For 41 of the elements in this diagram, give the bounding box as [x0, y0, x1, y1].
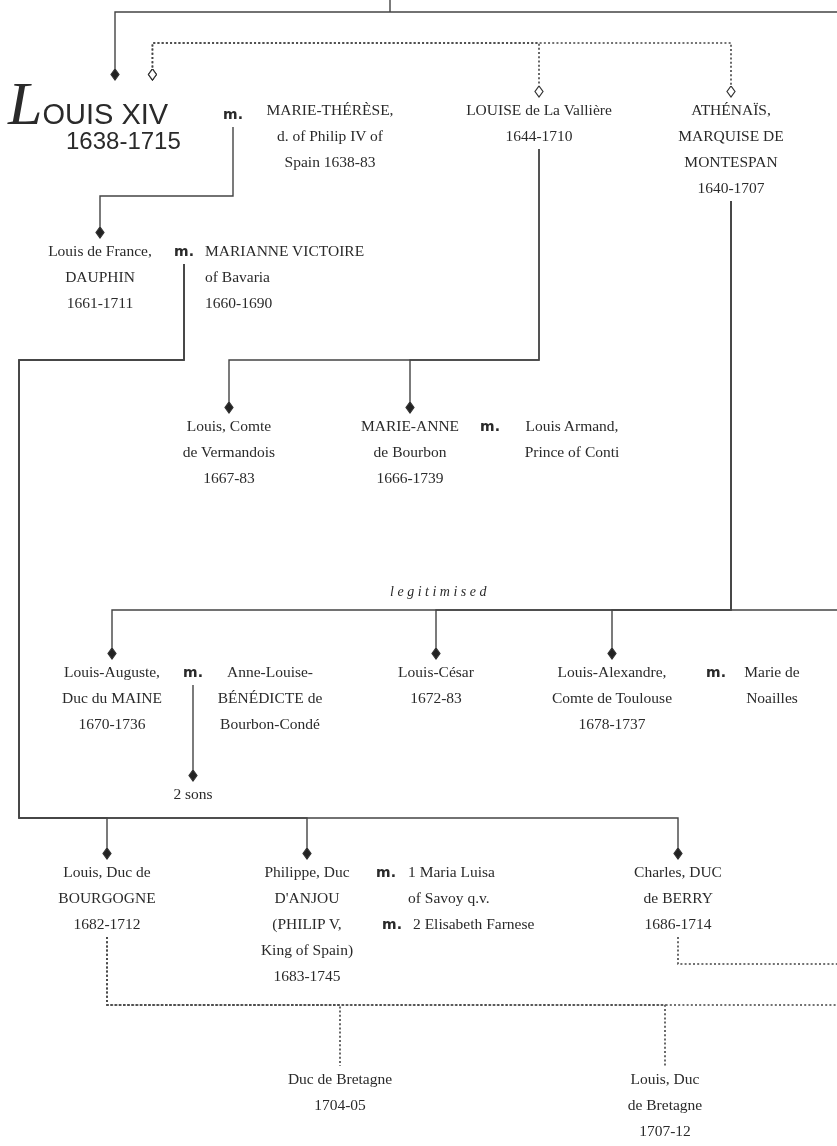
descent-line [110, 0, 837, 81]
dotted-line [106, 936, 666, 1067]
dotted-line [147, 42, 736, 98]
person-name: Philippe, Duc D'ANJOU (PHILIP V, King of Spain) 1683-1745 [257, 859, 357, 989]
spouse-name: Anne-Louise-BÉNÉDICTE de Bourbon-Condé [216, 662, 324, 734]
marriage-mark: m. [182, 659, 204, 685]
person-name: 2 sons [158, 781, 228, 807]
spouse-name: Louis Armand, Prince of Conti [523, 416, 621, 462]
marriage-mark: m. [479, 417, 501, 436]
marriage-mark: m. [222, 101, 244, 127]
descent-line [95, 126, 234, 239]
life-dates: 1638-1715 [66, 126, 182, 155]
spouse-name: 1 Maria Luisa of Savoy q.v. [408, 862, 496, 908]
person-name: Duc de Bretagne 1704-05 [280, 1066, 400, 1118]
dotted-line [677, 936, 837, 965]
marriage-mark: m. [381, 915, 403, 934]
person-name: Louis, Comte de Vermandois 1667-83 [179, 413, 279, 491]
descent-line [405, 148, 540, 414]
descent-line [607, 200, 732, 660]
spouse-name: MARIANNE VICTOIRE of Bavaria [205, 241, 366, 287]
spouse-name: Marie de Noailles [743, 662, 801, 708]
person-name: LOUIS XIV [8, 80, 169, 127]
person-name: Charles, DUC de BERRY 1686-1714 [628, 859, 728, 937]
marriage-mark: m. [375, 863, 397, 882]
spouse-name: MARIE-THÉRÈSE, d. of Philip IV of Spain 1638-83 [265, 100, 395, 172]
person-name: Louis-César 1672-83 [386, 659, 486, 711]
person-name: Louis-Alexandre, Comte de Toulouse 1678-1737 [549, 659, 675, 737]
person-name: MARIE-ANNE de Bourbon 1666-1739 [360, 413, 460, 491]
person-name: Louis, Duc de Bretagne 1707-12 [624, 1066, 706, 1144]
branch-label: legitimised [389, 583, 491, 601]
person-name: Louis-Auguste, Duc du MAINE 1670-1736 [56, 659, 168, 737]
spouse-dates: 1660-1690 [205, 293, 274, 313]
person-name: ATHÉNAÏS, MARQUISE DE MONTESPAN 1640-1707 [671, 97, 791, 201]
marriage-mark: m. [173, 238, 195, 264]
marriage-mark: m. [705, 663, 727, 682]
person-name: Louis, Duc de BOURGOGNE 1682-1712 [57, 859, 157, 937]
person-name: Louis de France, DAUPHIN 1661-1711 [42, 238, 158, 316]
person-name: LOUISE de La Vallière 1644-1710 [459, 97, 619, 149]
descent-line [188, 684, 198, 782]
descent-line [18, 263, 683, 860]
spouse-name: 2 Elisabeth Farnese [413, 914, 536, 934]
